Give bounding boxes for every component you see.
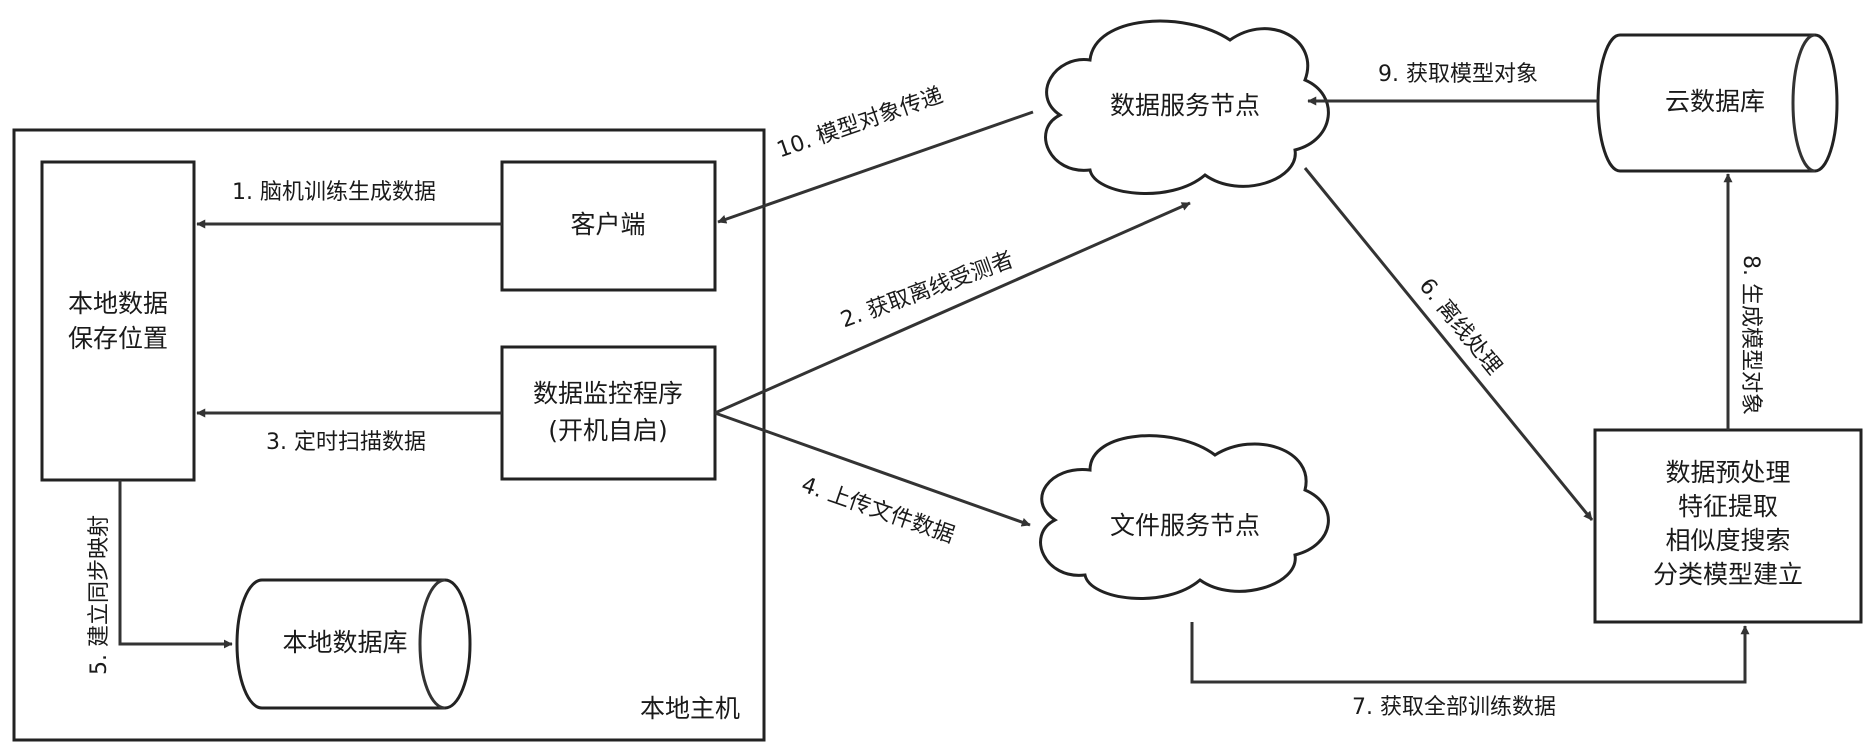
edge-5-arrow [118, 480, 233, 649]
local-storage-label-line1: 本地数据 [68, 289, 168, 318]
edge-8-label: 8. 生成模型对象 [1738, 255, 1763, 415]
edge-10-arrow [717, 110, 1034, 224]
file-service-cloud [1039, 434, 1330, 600]
file-service-label: 文件服务节点 [1110, 511, 1260, 540]
processing-label-line1: 数据预处理 [1665, 458, 1790, 487]
edge-4-arrow [714, 411, 1031, 527]
local-db-label: 本地数据库 [282, 628, 407, 657]
processing-label-line3: 相似度搜索 [1665, 526, 1790, 555]
edge-4-label: 4. 上传文件数据 [798, 473, 957, 549]
processing-label-line2: 特征提取 [1678, 492, 1778, 521]
data-service-cloud [1044, 19, 1330, 195]
local-host-label: 本地主机 [640, 694, 740, 723]
client-box [500, 160, 717, 292]
local-db-cylinder [235, 578, 472, 710]
local-storage-label-line2: 保存位置 [68, 324, 168, 353]
processing-label-line4: 分类模型建立 [1653, 560, 1803, 589]
edge-6-arrow [1303, 167, 1594, 521]
processing-box [1593, 428, 1863, 624]
monitor-label-line2: (开机自启) [548, 416, 668, 445]
monitor-label-line1: 数据监控程序 [533, 379, 683, 408]
edge-7-label: 7. 获取全部训练数据 [1352, 695, 1556, 720]
edge-2-arrow [714, 201, 1191, 415]
local-storage-box [40, 160, 196, 482]
edge-1-label: 1. 脑机训练生成数据 [232, 180, 436, 205]
edge-3-label: 3. 定时扫描数据 [266, 430, 426, 455]
data-service-label: 数据服务节点 [1110, 91, 1260, 120]
client-label: 客户端 [570, 210, 645, 239]
monitor-box [500, 345, 717, 481]
edge-6-label: 6. 离线处理 [1414, 274, 1506, 380]
local-host-container [12, 128, 766, 742]
edge-5-label: 5. 建立同步映射 [87, 515, 112, 675]
cloud-db-cylinder [1596, 33, 1839, 173]
edge-9-label: 9. 获取模型对象 [1378, 62, 1538, 87]
cloud-db-label: 云数据库 [1665, 87, 1765, 116]
edge-7-arrow [1190, 622, 1750, 684]
